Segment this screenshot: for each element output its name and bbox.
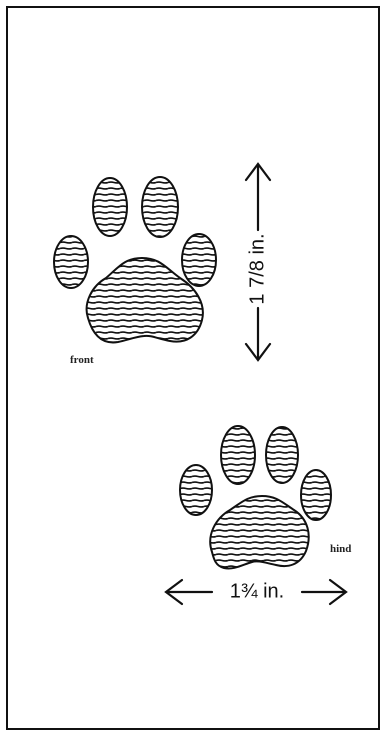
front-toe-1 xyxy=(93,178,127,236)
front-toe-3 xyxy=(54,236,88,288)
hind-toe-1 xyxy=(221,426,255,484)
front-toe-2 xyxy=(142,177,178,237)
hind-toe-3 xyxy=(180,465,212,515)
front-paw-print xyxy=(54,177,216,342)
front-label: front xyxy=(70,354,94,366)
front-toe-4 xyxy=(182,234,216,286)
hind-toe-2 xyxy=(266,427,298,483)
hind-toe-4 xyxy=(301,470,331,520)
length-measurement: 1 7/8 in. xyxy=(247,233,270,304)
width-measurement: 1¾ in. xyxy=(230,581,284,604)
hind-main-pad xyxy=(210,496,308,568)
hind-label: hind xyxy=(330,543,351,555)
hind-paw-print xyxy=(180,426,331,568)
